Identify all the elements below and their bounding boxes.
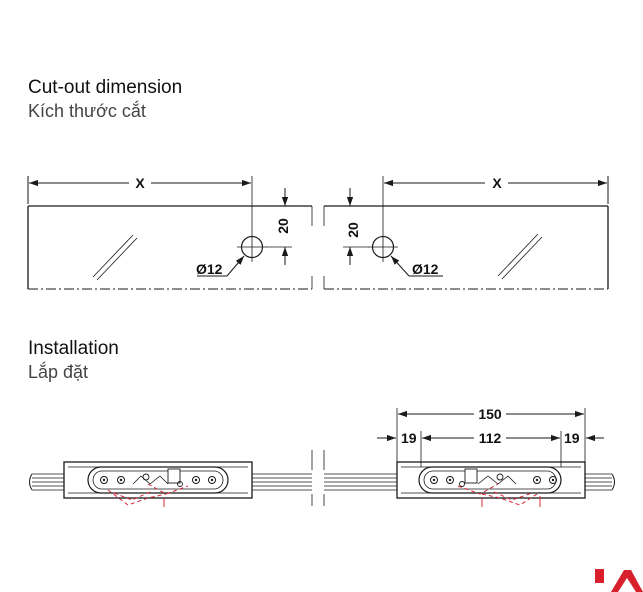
dim-label-19-left: 19	[401, 430, 417, 446]
dim-label-right-x: X	[492, 175, 502, 191]
dim-label-left-x: X	[135, 175, 145, 191]
cutout-subtitle: Kích thước cắt	[28, 101, 146, 121]
installation-left-assembly	[29, 450, 313, 507]
right-connector-plate	[418, 466, 562, 494]
cutout-left-panel: X 20 Ø12	[27, 175, 313, 290]
cutout-right-panel: X 20 Ø12	[323, 175, 609, 290]
installation-title: Installation	[28, 338, 119, 359]
dim-label-left-20: 20	[275, 218, 291, 234]
installation-right-assembly	[323, 450, 615, 507]
dim-label-right-20: 20	[345, 222, 361, 238]
left-connector-plate	[87, 466, 229, 494]
dim-label-right-hole: Ø12	[412, 261, 439, 277]
dim-label-left-hole: Ø12	[196, 261, 223, 277]
cutout-heading: Cut-out dimension Kích thước cắt	[28, 77, 182, 122]
dim-label-150: 150	[478, 406, 502, 422]
dim-label-19-right: 19	[564, 430, 580, 446]
dim-label-112: 112	[479, 430, 502, 446]
brand-logo-icon	[595, 569, 643, 592]
installation-heading: Installation Lắp đặt	[28, 338, 119, 383]
cutout-title: Cut-out dimension	[28, 77, 183, 98]
installation-subtitle: Lắp đặt	[28, 362, 89, 382]
installation-dimensions: 150 19 112 19	[377, 406, 604, 467]
